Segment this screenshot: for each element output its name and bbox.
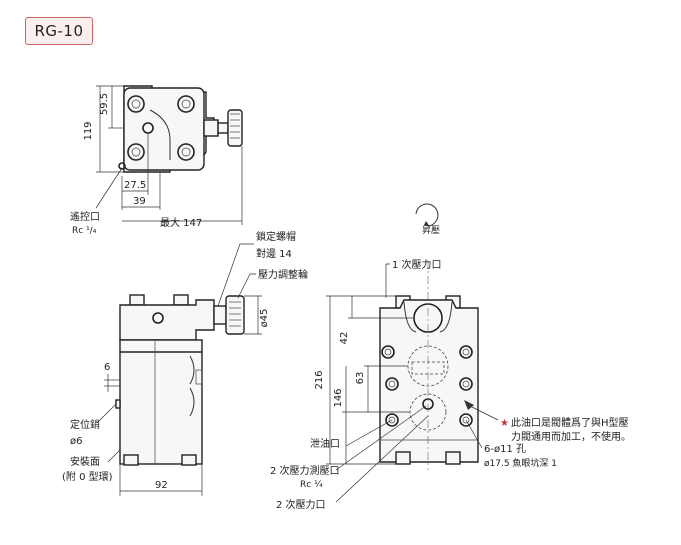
dim-92: 92 — [155, 480, 168, 491]
mounting-face-label: 安裝面 — [70, 455, 100, 468]
dim-max-147: 最大 147 — [160, 216, 202, 229]
lock-nut-label: 鎖定螺帽 — [256, 230, 296, 243]
counterbore-label: ø17.5 魚眼坑深 1 — [484, 457, 557, 469]
dim-63: 63 — [355, 372, 366, 385]
locating-pin-label: 定位銷 — [70, 418, 100, 431]
port-1-label: 1 次壓力口 — [392, 258, 442, 271]
dim-59-5: 59.5 — [99, 93, 110, 115]
note-line-1: 此油口是閥體爲了與H型壓 — [511, 416, 629, 429]
dim-39: 39 — [133, 196, 146, 207]
top-view-knob — [227, 109, 243, 147]
top-view: 119 59.5 27.5 39 最大 147 遙控口 Rc ¹/₄ — [70, 85, 243, 236]
note-star-icon: ★ — [500, 418, 509, 429]
drain-port-label: 泄油口 — [310, 437, 340, 450]
side-view-lower-body — [119, 339, 203, 465]
rotation-label: 昇壓 — [422, 225, 440, 236]
lock-nut-size: 對邊 14 — [256, 247, 292, 260]
remote-port-spec: Rc ¹/₄ — [72, 226, 97, 236]
port-2-label: 2 次壓力口 — [276, 498, 326, 511]
pressure-knob-label: 壓力調整輪 — [258, 268, 308, 281]
rotation-arrow-icon — [415, 203, 439, 227]
top-view-stem — [203, 119, 219, 137]
front-view: 216 42 63 146 1 次壓力口 泄油口 2 次壓力測壓口 Rc ¼ — [270, 258, 631, 511]
side-view-knob — [225, 295, 245, 335]
side-view-upper-body — [119, 299, 215, 341]
dim-6: 6 — [104, 362, 110, 373]
front-view-body — [379, 299, 479, 463]
model-label: RG-10 — [34, 22, 84, 40]
holes-label: 6-ø11 孔 — [484, 443, 526, 455]
gauge-port-label: 2 次壓力測壓口 — [270, 464, 340, 477]
dim-216: 216 — [314, 370, 325, 389]
dim-knob-dia: ø45 — [259, 309, 270, 328]
note-line-2: 力閥通用而加工，不使用。 — [511, 430, 631, 443]
remote-port-label: 遙控口 — [70, 210, 100, 223]
locating-pin-size: ø6 — [70, 436, 82, 447]
mounting-face-note: (附 0 型環) — [62, 470, 113, 483]
model-badge: RG-10 — [25, 17, 93, 45]
dim-42: 42 — [339, 332, 350, 345]
dim-27-5: 27.5 — [124, 180, 146, 191]
gauge-port-spec: Rc ¼ — [300, 480, 323, 490]
side-view: ø45 鎖定螺帽 對邊 14 壓力調整輪 6 定位銷 ø6 安裝面 (附 0 型… — [62, 230, 308, 496]
dim-146: 146 — [333, 388, 344, 407]
dim-119: 119 — [83, 121, 94, 140]
rotation-indicator: 昇壓 — [415, 203, 440, 236]
